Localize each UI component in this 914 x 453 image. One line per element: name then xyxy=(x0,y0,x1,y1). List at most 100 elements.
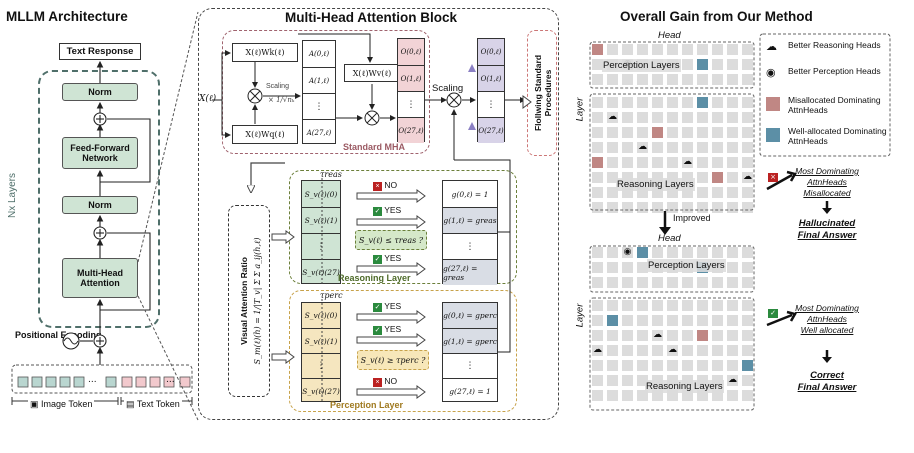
head-cell xyxy=(667,44,678,55)
head-cell xyxy=(712,330,723,341)
head-cell xyxy=(592,300,603,311)
head-cell xyxy=(727,59,738,70)
small-scaling-label: Scaling xyxy=(266,83,289,90)
scale-factor-label: × 1/√nₖ xyxy=(268,96,295,104)
o-row: O(1,ℓ) xyxy=(398,66,424,92)
answer-line: Misallocated xyxy=(803,188,851,198)
answer-line: AttnHeads xyxy=(807,177,847,187)
image-icon: ▣ xyxy=(30,399,39,409)
head-cell xyxy=(667,112,678,123)
head-cell xyxy=(697,315,708,326)
head-cell xyxy=(727,74,738,85)
head-cell xyxy=(637,202,648,213)
head-cell xyxy=(667,202,678,213)
head-cell xyxy=(727,330,738,341)
tau-perc-label: τperc xyxy=(320,291,343,300)
top-answer-text: Most Dominating AttnHeads Misallocated xyxy=(787,166,867,199)
reasoning-decision-1: ✓ YES xyxy=(373,205,401,216)
head-cell xyxy=(667,330,678,341)
reasoning-score: S_v(ℓ)(27) xyxy=(302,268,340,277)
decision-text: YES xyxy=(384,253,402,263)
head-cell xyxy=(592,375,603,386)
head-cell xyxy=(682,97,693,108)
head-cell xyxy=(727,390,738,401)
head-cell xyxy=(697,247,708,258)
head-cell xyxy=(697,300,708,311)
head-cell xyxy=(697,345,708,356)
mha-box: Multi-Head Attention xyxy=(62,258,138,298)
head-cell xyxy=(607,127,618,138)
head-cell xyxy=(727,187,738,198)
head-cell xyxy=(727,172,738,183)
head-cell xyxy=(667,74,678,85)
improved-label: Improved xyxy=(673,213,711,223)
head-cell xyxy=(637,74,648,85)
layer-label-top: Layer xyxy=(574,97,586,122)
reasoning-score: S_v(ℓ)(1) xyxy=(302,208,340,234)
bottom-answer-text: Most Dominating AttnHeads Well allocated xyxy=(787,303,867,336)
head-cell xyxy=(742,44,753,55)
o2-row: O(1,ℓ) xyxy=(478,66,504,92)
perception-gain: g(27,ℓ) = 1 xyxy=(449,386,491,396)
head-cell xyxy=(637,44,648,55)
head-cell xyxy=(637,345,648,356)
reasoning-score-column: S_v(ℓ)(0) S_v(ℓ)(1) ⋮ S_v(ℓ)(27) xyxy=(301,180,341,284)
head-cell xyxy=(682,74,693,85)
head-cell xyxy=(592,97,603,108)
head-cell xyxy=(622,127,633,138)
reasoning-decision-3: ✓ YES xyxy=(373,253,401,264)
perception-decision-0: ✓ YES xyxy=(373,301,401,312)
head-cell xyxy=(682,142,693,153)
x-mark-icon: × xyxy=(768,173,778,182)
head-cell xyxy=(607,300,618,311)
standard-mha-label: Standard MHA xyxy=(343,142,406,152)
head-cell xyxy=(742,262,753,273)
well-allocated-head-cell xyxy=(697,59,708,70)
head-cell xyxy=(667,97,678,108)
brain-icon: ☁ xyxy=(637,142,648,153)
norm-mid-box: Norm xyxy=(62,196,138,214)
head-cell xyxy=(712,247,723,258)
head-cell xyxy=(682,44,693,55)
head-cell xyxy=(607,142,618,153)
head-cell xyxy=(727,44,738,55)
misallocated-head-cell xyxy=(712,172,723,183)
legend-label: Well-allocated Dominating AttnHeads xyxy=(788,126,887,146)
perception-decision-1: ✓ YES xyxy=(373,324,401,335)
perception-score-column: S_v(ℓ)(0) S_v(ℓ)(1) ⋮ S_v(ℓ)(27) xyxy=(301,302,341,402)
head-cell xyxy=(622,345,633,356)
head-cell xyxy=(742,112,753,123)
var-text: Visual Attention Ratio S_m(ℓ)(h) = 1/|T_… xyxy=(238,213,264,389)
head-cell xyxy=(682,345,693,356)
xwk-box: X(ℓ)Wk(ℓ) xyxy=(232,43,298,62)
head-cell xyxy=(622,202,633,213)
well-allocated-head-cell xyxy=(607,315,618,326)
visual-attention-ratio-box: Visual Attention Ratio S_m(ℓ)(h) = 1/|T_… xyxy=(228,205,270,397)
perception-layers-label-bottom: Perception Layers xyxy=(647,259,726,272)
head-cell xyxy=(637,360,648,371)
perception-condition: S_v(ℓ) ≥ τperc ? xyxy=(357,350,429,370)
o2-row: ⋮ xyxy=(478,92,504,118)
attn-row: ⋮ xyxy=(303,94,335,120)
head-cell xyxy=(712,97,723,108)
head-cell xyxy=(712,315,723,326)
head-cell xyxy=(742,127,753,138)
head-cell xyxy=(712,112,723,123)
left-title: MLLM Architecture xyxy=(6,9,128,24)
head-cell xyxy=(622,97,633,108)
reasoning-gain: ⋮ xyxy=(443,234,497,260)
head-cell xyxy=(652,300,663,311)
head-cell xyxy=(682,360,693,371)
head-cell xyxy=(742,74,753,85)
head-cell xyxy=(592,172,603,183)
legend-label: Better Perception Heads xyxy=(788,66,881,76)
head-cell xyxy=(607,345,618,356)
reasoning-gain-column: g(0,ℓ) = 1 g(1,ℓ) = greas ⋮ g(27,ℓ) = gr… xyxy=(442,180,498,285)
head-cell xyxy=(742,202,753,213)
legend-label: Misallocated Dominating AttnHeads xyxy=(788,95,881,115)
head-cell xyxy=(727,202,738,213)
head-cell xyxy=(697,277,708,288)
head-cell xyxy=(667,127,678,138)
text-response-box: Text Response xyxy=(59,43,141,60)
head-cell xyxy=(712,277,723,288)
